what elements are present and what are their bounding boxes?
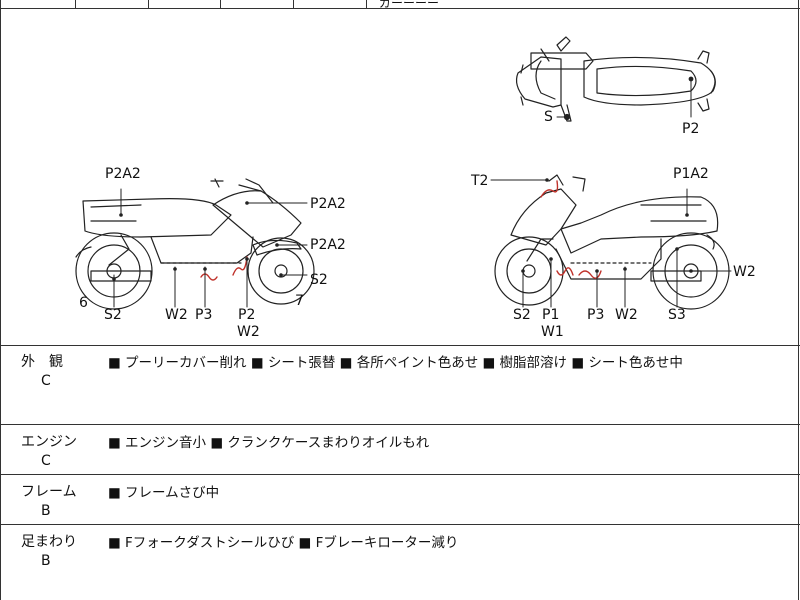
label-left-p2a2-rear: P2A2 bbox=[105, 166, 141, 182]
condition-row-suspension: 足まわり B ■ Fフォークダストシールひび ■ Fブレーキローター減り bbox=[1, 525, 800, 600]
row-category: 足まわり bbox=[21, 534, 77, 550]
row-category: 外 観 bbox=[21, 354, 63, 370]
row-grade: B bbox=[41, 503, 51, 519]
scooter-left-view bbox=[75, 178, 315, 310]
row-category: エンジン bbox=[21, 434, 77, 450]
scooter-diagram-svg: S P2 P2A2 P2A2 P2A2 S2 6 7 S2 W2 P3 P2 W… bbox=[75, 36, 756, 340]
leader-lines-right bbox=[490, 179, 732, 308]
row-notes: ■ プーリーカバー削れ ■ シート張替 ■ 各所ペイント色あせ ■ 樹脂部溶け … bbox=[108, 355, 683, 371]
label-right-p1: P1 bbox=[542, 307, 559, 323]
label-right-s3: S3 bbox=[668, 307, 686, 323]
row-notes: ■ エンジン音小 ■ クランクケースまわりオイルもれ bbox=[108, 435, 430, 451]
row-grade: C bbox=[41, 453, 51, 469]
row-grade: B bbox=[41, 553, 51, 569]
row-category: フレーム bbox=[21, 484, 77, 500]
top-cell bbox=[1, 0, 76, 8]
row-grade: C bbox=[41, 373, 51, 389]
label-left-w2-below: W2 bbox=[237, 324, 260, 340]
label-left-p2a2-fender: P2A2 bbox=[310, 237, 346, 253]
top-cell bbox=[148, 0, 221, 8]
top-cell bbox=[293, 0, 367, 8]
label-left-p2a2-front: P2A2 bbox=[310, 196, 346, 212]
row-notes: ■ フレームさび中 bbox=[108, 485, 220, 501]
top-table-strip: ガーーーー bbox=[1, 0, 800, 10]
scooter-top-view bbox=[515, 36, 716, 122]
damage-diagram: S P2 P2A2 P2A2 P2A2 S2 6 7 S2 W2 P3 P2 W… bbox=[1, 9, 800, 346]
condition-row-frame: フレーム B ■ フレームさび中 bbox=[1, 475, 800, 525]
damage-marks bbox=[200, 180, 602, 281]
label-right-w2-side: W2 bbox=[733, 264, 756, 280]
label-left-w2: W2 bbox=[165, 307, 188, 323]
label-right-p3: P3 bbox=[587, 307, 604, 323]
label-right-w1: W1 bbox=[541, 324, 564, 340]
top-strip-text: ガーーーー bbox=[379, 0, 440, 10]
leader-dots bbox=[112, 178, 693, 281]
label-right-t2: T2 bbox=[470, 173, 488, 189]
top-cell bbox=[220, 0, 294, 8]
label-top-p2: P2 bbox=[682, 121, 699, 137]
top-cell bbox=[75, 0, 149, 8]
condition-row-exterior: 外 観 C ■ プーリーカバー削れ ■ シート張替 ■ 各所ペイント色あせ ■ … bbox=[1, 345, 800, 425]
label-right-s2: S2 bbox=[513, 307, 531, 323]
label-left-7: 7 bbox=[295, 293, 304, 309]
row-notes: ■ Fフォークダストシールひび ■ Fブレーキローター減り bbox=[108, 535, 459, 551]
label-left-s2-front: S2 bbox=[310, 272, 328, 288]
scooter-right-view bbox=[494, 174, 730, 310]
label-left-6: 6 bbox=[79, 295, 88, 311]
condition-row-engine: エンジン C ■ エンジン音小 ■ クランクケースまわりオイルもれ bbox=[1, 425, 800, 475]
label-right-p1a2: P1A2 bbox=[673, 166, 709, 182]
leader-lines-left bbox=[113, 188, 308, 308]
label-left-p3: P3 bbox=[195, 307, 212, 323]
label-right-w2: W2 bbox=[615, 307, 638, 323]
label-left-s2-rear: S2 bbox=[104, 307, 122, 323]
label-left-p2: P2 bbox=[238, 307, 255, 323]
label-top-s: S bbox=[544, 109, 553, 125]
